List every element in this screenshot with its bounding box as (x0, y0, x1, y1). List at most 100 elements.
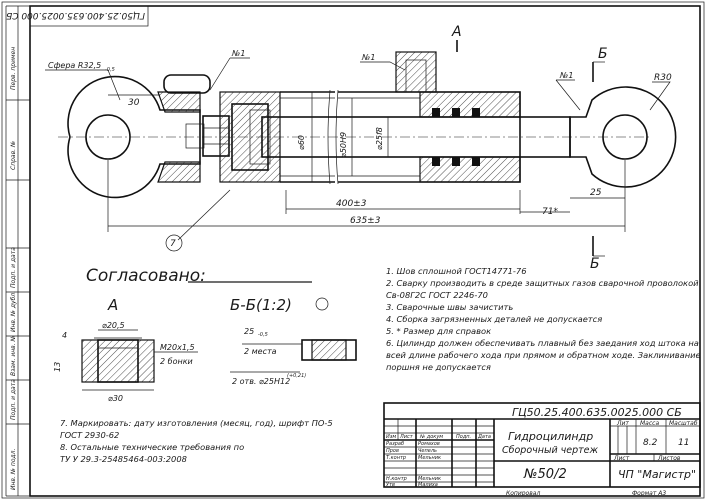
tb-razrab-name: Ромахов (418, 441, 440, 447)
weld-label-2: №1 (361, 53, 375, 62)
tb-list-col: Лист (399, 434, 414, 440)
label-perv-primen: Перв. примен (10, 47, 17, 90)
section-b-top-marker: Б (598, 46, 608, 62)
weld-label-3: №1 (559, 71, 573, 80)
technical-notes: 1. Шов сплошной ГОСТ14771-76 2. Сварку п… (386, 266, 701, 372)
label-sprav-no: Справ. № (10, 141, 17, 170)
left-eye-weld-bottom (157, 161, 201, 183)
tb-kopiroval: Копировал (506, 490, 540, 497)
tb-tkontr: Т.контр (386, 455, 406, 461)
gland-seals (432, 108, 480, 166)
position-7: 7 (170, 239, 176, 249)
inner-frame (29, 5, 701, 497)
tb-no-doc: № докум (419, 434, 443, 440)
port-boss (395, 51, 437, 93)
label-vzam-inv: Взам. инв. № (10, 335, 17, 376)
dim-r30: R30 (654, 73, 672, 83)
tb-masshtab: Масштаб (669, 420, 698, 427)
dim-635: 635±3 (350, 216, 381, 226)
detail-b-dim-tol: -0,5 (258, 332, 268, 338)
piston-rod (261, 116, 571, 158)
doc-number-rotated: ГЦ50.25.400.635.0025.000 СБ (6, 10, 145, 20)
label-inv-podl: Инв. № подл. (10, 449, 17, 490)
left-margin: Перв. примен Справ. № Подп. и дата Инв. … (5, 5, 30, 497)
tb-prov: Пров (386, 448, 399, 454)
detail-b-title: Б-Б(1:2) (230, 296, 292, 314)
detail-a-title: А (107, 296, 118, 314)
detail-b-holes: 2 отв. ⌀25Н12 (232, 377, 290, 386)
detail-a-dim-4: 4 (62, 331, 67, 340)
note-2b: Св-08Г2С ГОСТ 2246-70 (386, 290, 488, 300)
label-podp-date-2: Подп. и дата (10, 379, 17, 420)
position-balloon (165, 234, 183, 252)
tb-prov-name: Чепель (418, 448, 437, 454)
tb-utv-name: Малиха (418, 482, 438, 488)
note-7b: ГОСТ 2930-62 (60, 430, 119, 440)
note-8b: ТУ У 29.3-25485464-003:2008 (60, 454, 187, 464)
tb-data: Дата (477, 434, 491, 440)
bottom-notes: 7. Маркировать: дату изготовления (месяц… (60, 418, 333, 464)
dim-25: 25 (590, 188, 602, 198)
note-4: 4. Сборка загрязненных деталей не допуск… (386, 314, 602, 324)
dim-71: 71* (542, 207, 558, 217)
label-podp-date-1: Подп. и дата (10, 247, 17, 288)
tb-format: Формат А3 (632, 490, 666, 497)
note-1: 1. Шов сплошной ГОСТ14771-76 (386, 266, 526, 276)
agreed-label: Согласовано: (86, 266, 206, 286)
detail-a-sides: 2 бонки (160, 357, 193, 366)
tb-tkontr-name: Мельник (418, 455, 441, 461)
note-3: 3. Сварочные швы зачистить (386, 302, 513, 312)
dim-30: 30 (128, 98, 140, 108)
section-a-marker: А (451, 24, 462, 40)
sphere-tolerance: -0,5 (105, 67, 115, 73)
note-6b: всей длине рабочего хода при прямом и об… (386, 350, 701, 360)
label-inv-dubl: Инв. № дубл. (10, 291, 17, 332)
left-eye-outline (67, 75, 201, 199)
right-eye-hole (602, 114, 648, 160)
section-b-bottom-marker: Б (590, 256, 600, 272)
tb-izm: Изм (386, 434, 396, 440)
tb-nkontr-name: Мельник (418, 476, 441, 482)
tb-podp: Подп. (456, 434, 471, 440)
main-view: А Б Б Сфера R32,5 -0,5 №1 №1 №1 R30 30 ⌀… (45, 24, 677, 272)
tb-mass-val: 8.2 (643, 438, 658, 448)
dim-400: 400±3 (336, 199, 367, 209)
title-block: ГЦ50.25.400.635.0025.000 СБ Изм Лист № д… (383, 402, 701, 488)
tb-razrab: Разраб (386, 441, 404, 447)
tb-list: Лист (613, 455, 630, 462)
tb-massa: Масса (640, 420, 659, 427)
dim-d60: ⌀60 (297, 135, 306, 150)
note-7: 7. Маркировать: дату изготовления (месяц… (60, 418, 333, 428)
dim-d25f8: ⌀25f8 (375, 127, 384, 150)
detail-a-body (81, 339, 155, 383)
note-6c: поршня не допускается (386, 362, 491, 372)
note-8: 8. Остальные технические требования по (60, 442, 244, 452)
tb-listov: Листов (657, 455, 681, 462)
tb-number: №50/2 (523, 467, 567, 482)
title-doc-number: ГЦ50.25.400.635.0025.000 СБ (512, 406, 682, 419)
left-eye-weld (157, 91, 201, 113)
tb-nkontr: Н.контр (386, 476, 407, 482)
left-eye-hole (85, 114, 131, 160)
rotation-icon (315, 297, 329, 311)
detail-a-d20: ⌀20,5 (102, 321, 125, 330)
tb-lit: Лит (616, 420, 629, 427)
dim-d50h9: ⌀50Н9 (339, 132, 348, 158)
rotated-number-box (29, 5, 149, 27)
weld-label-1: №1 (231, 49, 245, 58)
tb-name-1: Гидроцилиндр (508, 430, 593, 443)
detail-b: Б-Б(1:2) 25 -0,5 2 места 2 отв. ⌀25Н12 (… (230, 296, 357, 386)
sphere-label: Сфера R32,5 (48, 61, 101, 70)
detail-b-holes-tol: (+0,21) (287, 373, 306, 379)
note-5: 5. * Размер для справок (386, 326, 491, 336)
tb-name-2: Сборочный чертеж (502, 445, 599, 456)
tb-scale-val: 11 (678, 438, 689, 448)
tb-company: ЧП "Магистр" (618, 468, 696, 481)
note-2: 2. Сварку производить в среде защитных г… (386, 278, 699, 288)
note-6: 6. Цилиндр должен обеспечивать плавный б… (386, 338, 699, 348)
detail-b-dim-25: 25 (244, 327, 254, 336)
right-eye-outline (569, 86, 677, 188)
